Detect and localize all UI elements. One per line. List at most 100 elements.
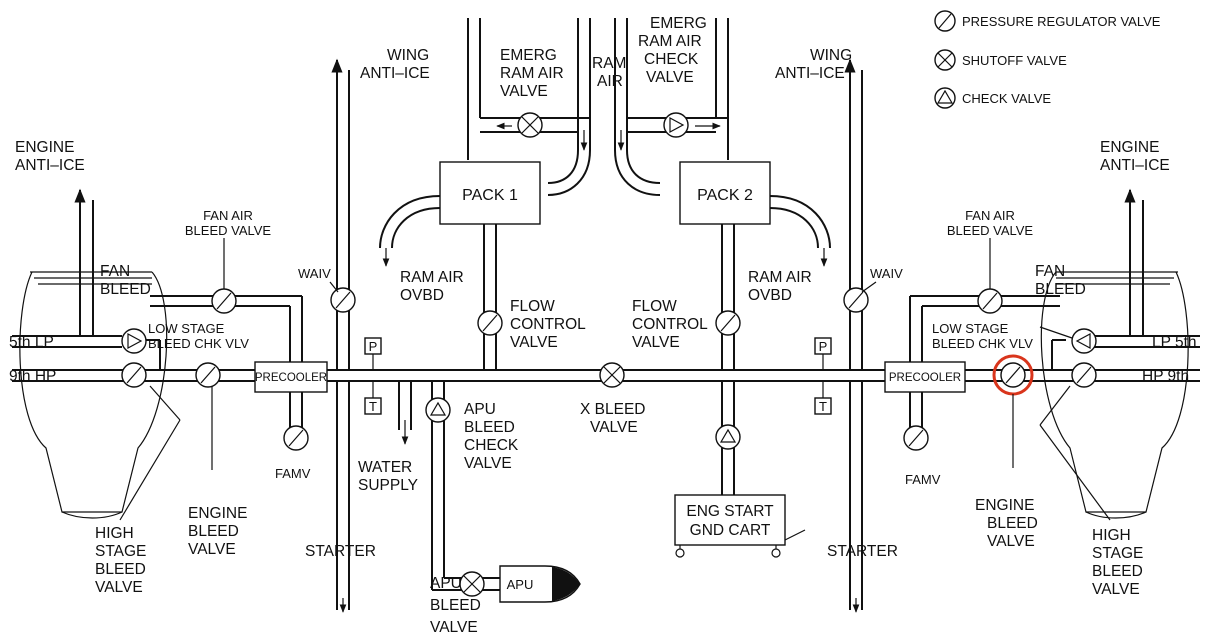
x-bleed-2: VALVE — [590, 419, 638, 436]
low-stage-left-1: LOW STAGE — [148, 321, 225, 336]
ram-air-ovbd-right-2: OVBD — [748, 287, 792, 304]
flow-control-left-2: CONTROL — [510, 316, 586, 333]
high-stage-left-4: VALVE — [95, 579, 143, 596]
flow-control-valve-right — [715, 310, 741, 336]
fan-bleed-left-1: FAN — [100, 263, 130, 280]
high-stage-left-2: STAGE — [95, 543, 146, 560]
waiv-left — [330, 287, 356, 313]
legend-check-icon — [934, 87, 956, 109]
pack-1-box — [439, 161, 541, 225]
apu-bleed-valve-2: BLEED — [430, 597, 481, 614]
fan-bleed-right-2: BLEED — [1035, 281, 1086, 298]
wing-anti-ice-right-1: WING — [810, 47, 852, 64]
waiv-right — [843, 287, 869, 313]
ram-air-2: AIR — [597, 73, 623, 90]
emerg-ram-air-valve — [517, 112, 543, 138]
gnd-cart-check-valve — [715, 424, 741, 450]
pack-1-label: PACK 1 — [462, 187, 518, 204]
apu-bleed-valve-1: APU — [430, 575, 462, 592]
fan-bleed-right-1: FAN — [1035, 263, 1065, 280]
pack-2-label: PACK 2 — [697, 187, 753, 204]
emerg-ram-air-valve-1: EMERG — [500, 47, 557, 64]
fan-air-bleed-valve-left — [211, 288, 237, 314]
engine-anti-ice-left-2: ANTI–ICE — [15, 157, 85, 174]
x-bleed-1: X BLEED — [580, 401, 645, 418]
apu-bleed-check-1: APU — [464, 401, 496, 418]
fan-air-bleed-valve-right-label-2: BLEED VALVE — [947, 223, 1034, 238]
legend-shutoff-label: SHUTOFF VALVE — [962, 53, 1067, 68]
flow-control-left-3: VALVE — [510, 334, 558, 351]
wing-anti-ice-left-2: ANTI–ICE — [360, 65, 430, 82]
water-supply-2: SUPPLY — [358, 477, 418, 494]
port-9th-hp-left: 9th HP — [9, 368, 56, 385]
high-stage-bleed-valve-left — [121, 362, 147, 388]
right-engine-nacelle — [1040, 271, 1189, 519]
precooler-left-label: PRECOOLER — [255, 372, 327, 384]
starter-right-label: STARTER — [827, 543, 898, 560]
legend-check-label: CHECK VALVE — [962, 91, 1051, 106]
apu-label: APU — [507, 577, 534, 592]
famv-left-label: FAMV — [275, 466, 311, 481]
fan-air-bleed-valve-right — [977, 288, 1003, 314]
temp-sensor-left-label: T — [369, 399, 377, 414]
flow-control-right-2: CONTROL — [632, 316, 708, 333]
engine-bleed-left-2: BLEED — [188, 523, 239, 540]
flow-control-valve-left — [477, 310, 503, 336]
famv-right-label: FAMV — [905, 472, 941, 487]
high-stage-left-3: BLEED — [95, 561, 146, 578]
emerg-ram-air-valve-3: VALVE — [500, 83, 548, 100]
ground-cart — [674, 494, 806, 558]
low-stage-right-2: BLEED CHK VLV — [932, 336, 1033, 351]
x-bleed-valve — [599, 362, 625, 388]
low-stage-bleed-check-valve-left — [121, 328, 147, 354]
ram-air-ovbd-left-2: OVBD — [400, 287, 444, 304]
port-5th-lp-left: 5th LP — [9, 334, 54, 351]
legend-pressure-regulator-label: PRESSURE REGULATOR VALVE — [962, 14, 1161, 29]
emerg-ram-air-valve-2: RAM AIR — [500, 65, 564, 82]
temp-sensor-right-label: T — [819, 399, 827, 414]
precooler-right-label: PRECOOLER — [889, 372, 961, 384]
engine-bleed-right-3: VALVE — [987, 533, 1035, 550]
famv-right — [903, 425, 929, 451]
engine-anti-ice-right-2: ANTI–ICE — [1100, 157, 1170, 174]
gnd-cart-label-1: ENG START — [686, 503, 774, 520]
waiv-left-label: WAIV — [298, 266, 331, 281]
engine-bleed-valve-right — [1000, 362, 1026, 388]
apu-unit — [499, 565, 581, 603]
emerg-ram-air-check-2: RAM AIR — [638, 33, 702, 50]
emerg-ram-air-check-3: CHECK — [644, 51, 699, 68]
apu-bleed-check-2: BLEED — [464, 419, 515, 436]
port-lp-5th-right: LP 5th — [1152, 334, 1197, 351]
ram-air-1: RAM — [592, 55, 626, 72]
ram-air-ovbd-left-1: RAM AIR — [400, 269, 464, 286]
waiv-right-label: WAIV — [870, 266, 903, 281]
engine-bleed-valve-left — [195, 362, 221, 388]
high-stage-bleed-valve-right — [1071, 362, 1097, 388]
flow-control-left-1: FLOW — [510, 298, 555, 315]
engine-bleed-right-2: BLEED — [987, 515, 1038, 532]
leader-lines — [119, 238, 1111, 521]
left-engine-nacelle — [19, 271, 168, 519]
starter-left-label: STARTER — [305, 543, 376, 560]
pressure-sensor-right-label: P — [819, 339, 828, 354]
port-hp-9th-right: HP 9th — [1142, 368, 1189, 385]
engine-anti-ice-right-1: ENGINE — [1100, 139, 1159, 156]
engine-anti-ice-left-1: ENGINE — [15, 139, 74, 156]
high-stage-right-3: BLEED — [1092, 563, 1143, 580]
precooler-right-box — [884, 361, 966, 393]
high-stage-right-1: HIGH — [1092, 527, 1131, 544]
high-stage-right-2: STAGE — [1092, 545, 1143, 562]
low-stage-left-2: BLEED CHK VLV — [148, 336, 249, 351]
precooler-left-box — [254, 361, 328, 393]
fan-air-bleed-valve-left-label-2: BLEED VALVE — [185, 223, 272, 238]
fan-bleed-left-2: BLEED — [100, 281, 151, 298]
pressure-sensor-left-label: P — [369, 339, 378, 354]
famv-left — [283, 425, 309, 451]
apu-bleed-check-4: VALVE — [464, 455, 512, 472]
flow-control-right-3: VALVE — [632, 334, 680, 351]
fan-air-bleed-valve-left-label-1: FAN AIR — [203, 208, 253, 223]
emerg-ram-air-check-1: EMERG — [650, 15, 707, 32]
pack-2-box — [679, 161, 771, 225]
high-stage-right-4: VALVE — [1092, 581, 1140, 598]
